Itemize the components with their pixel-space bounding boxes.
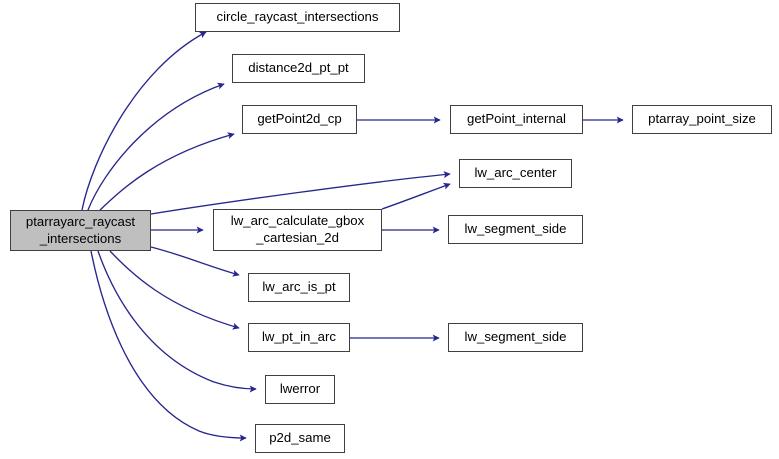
graph-edge-root-to-lw_arc_is_pt <box>150 246 240 277</box>
graph-node-label: getPoint2d_cp <box>257 111 342 127</box>
graph-node-ptarray_point_size[interactable]: ptarray_point_size <box>632 105 772 134</box>
graph-node-label: lw_arc_center <box>474 165 557 181</box>
graph-node-label: lw_arc_is_pt <box>262 279 336 295</box>
graph-node-label: lw_segment_side <box>464 329 567 345</box>
graph-node-lw_arc_calculate_gbox_cartesian_2d[interactable]: lw_arc_calculate_gbox _cartesian_2d <box>213 209 382 251</box>
graph-node-p2d_same[interactable]: p2d_same <box>255 424 345 453</box>
graph-node-label: lw_pt_in_arc <box>261 329 337 345</box>
graph-node-lw_segment_side_upper[interactable]: lw_segment_side <box>448 215 583 244</box>
graph-edge-root-to-p2d_same <box>90 250 247 442</box>
graph-node-lw_arc_center[interactable]: lw_arc_center <box>459 159 572 188</box>
graph-node-lw_pt_in_arc[interactable]: lw_pt_in_arc <box>248 323 350 352</box>
graph-edge-lw_arc_calculate_gbox_cartesian_2d-to-lw_arc_center <box>381 182 451 210</box>
graph-node-lw_arc_is_pt[interactable]: lw_arc_is_pt <box>248 273 350 302</box>
graph-edge-root-to-lwerror <box>97 250 257 393</box>
graph-edge-root-to-lw_arc_center <box>150 171 451 215</box>
graph-node-getPoint2d_cp[interactable]: getPoint2d_cp <box>242 105 357 134</box>
graph-node-label: lw_arc_calculate_gbox _cartesian_2d <box>230 213 365 245</box>
graph-edge-root-to-getPoint2d_cp <box>99 132 235 211</box>
graph-node-label: ptarrayarc_raycast _intersections <box>25 213 136 246</box>
graph-node-label: ptarray_point_size <box>648 111 756 127</box>
graph-node-label: lwerror <box>279 381 321 397</box>
graph-node-distance2d_pt_pt[interactable]: distance2d_pt_pt <box>232 54 365 83</box>
graph-node-label: p2d_same <box>269 430 331 446</box>
graph-node-label: lw_segment_side <box>464 221 567 237</box>
graph-edge-root-to-circle_raycast_intersections <box>81 31 207 211</box>
graph-node-root[interactable]: ptarrayarc_raycast _intersections <box>10 210 151 251</box>
graph-node-lw_segment_side_lower[interactable]: lw_segment_side <box>448 323 583 352</box>
graph-node-label: getPoint_internal <box>467 111 566 127</box>
graph-edge-root-to-lw_pt_in_arc <box>109 250 240 330</box>
graph-node-getPoint_internal[interactable]: getPoint_internal <box>450 105 583 134</box>
graph-node-label: circle_raycast_intersections <box>216 9 379 25</box>
graph-node-circle_raycast_intersections[interactable]: circle_raycast_intersections <box>195 3 400 32</box>
graph-node-label: distance2d_pt_pt <box>248 60 349 76</box>
graph-edge-root-to-distance2d_pt_pt <box>87 82 225 211</box>
graph-node-lwerror[interactable]: lwerror <box>265 375 335 404</box>
